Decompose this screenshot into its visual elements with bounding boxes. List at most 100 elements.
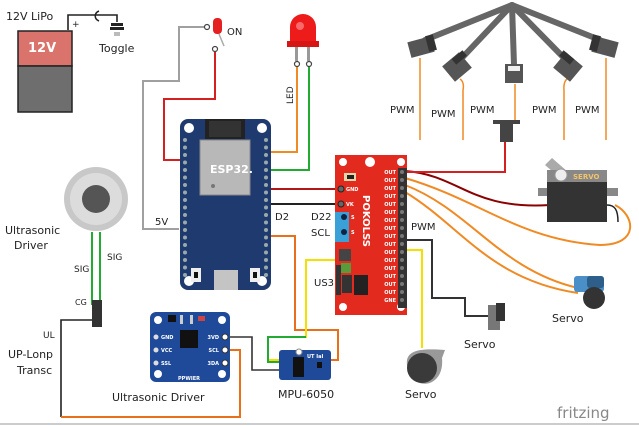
pca-out-pins: OUTOUTOUTOUTOUTOUTOUTOUTOUTOUTOUTOUTOUTO… xyxy=(384,170,404,304)
sig-left-label: SIG xyxy=(74,265,89,275)
esp32-pin xyxy=(183,213,187,217)
battery-voltage-label: 12V xyxy=(28,41,56,56)
esp32-pin xyxy=(264,138,268,142)
mpu-pins-label: UT IaI xyxy=(307,354,323,360)
esp32-pin xyxy=(183,190,187,195)
esp32-pin xyxy=(264,220,268,225)
scl-label: SCL xyxy=(311,228,330,239)
driver-pin-label: VCC xyxy=(161,348,173,354)
mpu6050-board: UT IaI xyxy=(279,348,331,380)
esp32-pin xyxy=(264,168,268,172)
wire-black-ul xyxy=(60,319,95,417)
ul-label: UL xyxy=(43,331,55,341)
toggle-switch[interactable] xyxy=(94,10,124,36)
driver-pin xyxy=(153,347,159,353)
esp32-pin xyxy=(183,243,187,247)
esp32-pin xyxy=(183,168,187,172)
pca-out-pin xyxy=(400,258,404,262)
esp32-pin xyxy=(264,243,268,247)
pca-out-pin-label: OUT xyxy=(384,218,396,224)
pwm-label-2: PWM xyxy=(431,109,456,120)
esp32-pin xyxy=(264,190,268,195)
five-v-label: 5V xyxy=(155,217,168,228)
pca-out-pin xyxy=(400,202,404,206)
esp32-pin xyxy=(183,258,187,262)
esp32-pin xyxy=(183,198,187,202)
esp32-pins-right xyxy=(264,138,268,277)
esp32-pin xyxy=(264,213,268,217)
pca-out-pin-label: OUT xyxy=(384,226,396,232)
wire-pwm-4 xyxy=(563,78,568,140)
pwm-label-3: PWM xyxy=(470,105,495,116)
pca-board-label: POKOLSS xyxy=(360,195,371,247)
driver-pin xyxy=(221,359,229,367)
esp32-pin xyxy=(264,258,268,262)
driver-pin-label: 3DA xyxy=(208,361,220,367)
on-led-label: ON xyxy=(227,27,242,38)
pca-out-pin-label: OUT xyxy=(384,202,396,208)
wire-yellow-mpu xyxy=(267,259,338,361)
esp32-pin xyxy=(183,145,187,150)
servo-middle-label: Servo xyxy=(464,338,496,351)
battery-plus-label: + xyxy=(72,20,80,30)
esp32-pin xyxy=(264,183,268,187)
esp32-pin xyxy=(264,145,268,150)
pca-out-pin-label: OUT xyxy=(384,194,396,200)
pca-out-pin xyxy=(400,266,404,270)
pca-out-pin-label: OUT xyxy=(384,210,396,216)
up-long-label-2: Transc xyxy=(16,364,52,377)
pca-out-pin xyxy=(400,226,404,230)
pca-out-pin-label: OUT xyxy=(384,290,396,296)
driver-pin xyxy=(153,334,159,340)
driver-pin xyxy=(153,360,159,366)
wire-gray-5v xyxy=(142,26,207,230)
servo-bottom-label: Servo xyxy=(405,388,437,401)
wire-black-servo-tail xyxy=(606,204,619,223)
mpu-label: MPU-6050 xyxy=(278,388,334,401)
esp32-pin xyxy=(264,235,268,240)
wire-black-servo xyxy=(405,239,490,317)
pca-out-pin xyxy=(400,274,404,278)
pca-out-pin-label: OUT xyxy=(384,282,396,288)
wire-black-driver-mpu xyxy=(228,336,282,371)
toggle-arc-icon xyxy=(94,10,100,22)
servo-horn-fan xyxy=(407,2,619,142)
pca-pin-s1: S xyxy=(351,215,355,221)
pca-out-pin xyxy=(400,178,404,182)
servo-brand-label: SERVO xyxy=(573,173,600,181)
esp32-pin xyxy=(183,220,187,225)
esp32-pin xyxy=(183,273,187,277)
esp32-pin xyxy=(264,153,268,157)
esp32-pin xyxy=(183,228,187,232)
up-long-label-1: UP-Lonp xyxy=(8,348,53,361)
esp32-pin xyxy=(264,265,268,270)
driver-footer-label: PPWIER xyxy=(178,376,200,382)
pwm-label-5: PWM xyxy=(575,105,600,116)
wire-red-esp xyxy=(163,49,216,161)
wire-battery-toggle xyxy=(67,14,118,30)
pwm-driver-board: GND VK S S POKOLSS OUTOUTOUTOUTOUTOUTOUT… xyxy=(335,155,407,315)
battery: 12V + xyxy=(17,20,80,113)
servo-motor-blue xyxy=(574,276,605,309)
led-label: LED xyxy=(286,86,296,104)
esp32-pin xyxy=(264,273,268,277)
ultrasonic-driver-left-label-1: Ultrasonic xyxy=(5,224,60,237)
esp32-pin xyxy=(264,205,268,210)
servo-connector-1 xyxy=(407,34,437,58)
wire-yellow-servo xyxy=(405,249,423,348)
pca-out-pin xyxy=(400,210,404,214)
servo-motor-large: SERVO xyxy=(538,158,618,222)
esp32-pins-left xyxy=(183,138,187,277)
pca-out-pin xyxy=(400,186,404,190)
pca-out-pin-label: OUT xyxy=(384,170,396,176)
wire-darkred-servo xyxy=(404,170,551,207)
esp32-pin xyxy=(264,175,268,180)
ultrasonic-driver-bottom-label: Ultrasonic Driver xyxy=(112,391,205,404)
cg-label: CG xyxy=(75,298,87,307)
fritzing-watermark: fritzing xyxy=(557,404,610,422)
esp32-pin xyxy=(264,228,268,232)
pca-out-pin xyxy=(400,290,404,294)
esp32-pin xyxy=(183,265,187,270)
wire-green-led xyxy=(271,64,310,171)
